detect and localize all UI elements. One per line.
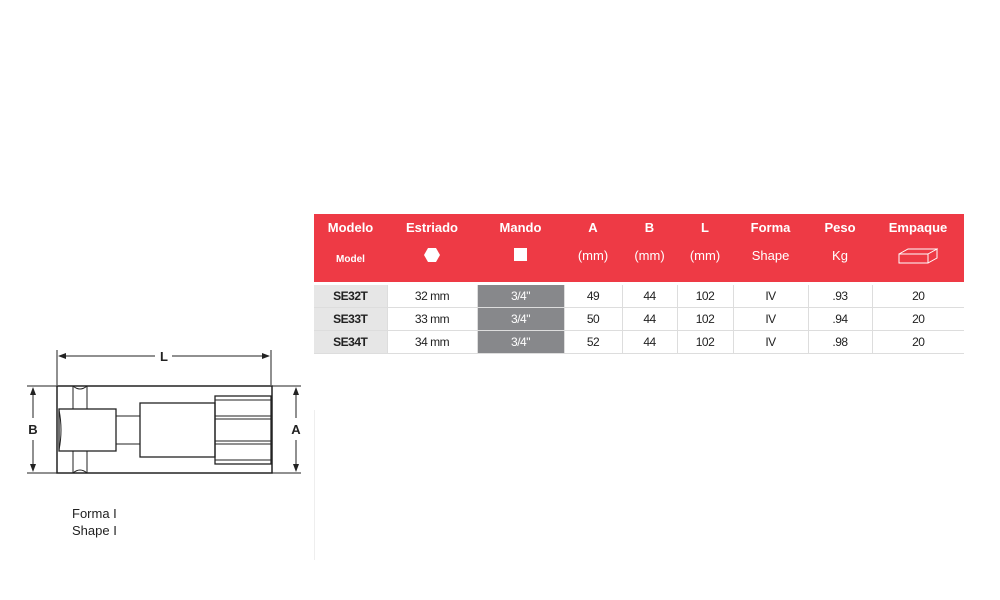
square-icon (477, 248, 564, 284)
dim-label-b: B (28, 422, 37, 437)
cell-peso: .98 (808, 330, 873, 354)
table-row: SE33T 33 mm 3/4" 50 44 102 IV .94 20 (314, 307, 964, 331)
header-a-unit: (mm) (564, 248, 622, 284)
cell-empaque: 20 (872, 282, 964, 308)
cell-forma: IV (733, 307, 809, 331)
box-icon (872, 248, 964, 284)
header-kg: Kg (808, 248, 872, 284)
header-model: Model (314, 248, 387, 284)
header-peso: Peso (808, 214, 872, 248)
caption-shape: Shape I (72, 523, 117, 538)
table-row: SE32T 32 mm 3/4" 49 44 102 IV .93 20 (314, 282, 964, 308)
cell-a: 49 (564, 282, 623, 308)
cell-empaque: 20 (872, 330, 964, 354)
cell-model: SE32T (314, 282, 388, 308)
cell-mando: 3/4" (477, 330, 565, 354)
header-empaque: Empaque (872, 214, 964, 248)
cell-b: 44 (622, 330, 678, 354)
cell-l: 102 (677, 330, 734, 354)
header-forma: Forma (733, 214, 808, 248)
cell-l: 102 (677, 307, 734, 331)
cell-a: 52 (564, 330, 623, 354)
header-l-unit: (mm) (677, 248, 733, 284)
cell-estriado: 33 mm (387, 307, 478, 331)
header-b-unit: (mm) (622, 248, 677, 284)
header-mando: Mando (477, 214, 564, 248)
cell-mando: 3/4" (477, 307, 565, 331)
cell-b: 44 (622, 307, 678, 331)
cell-estriado: 32 mm (387, 282, 478, 308)
header-estriado: Estriado (387, 214, 477, 248)
cell-b: 44 (622, 282, 678, 308)
header-shape: Shape (733, 248, 808, 284)
cell-l: 102 (677, 282, 734, 308)
header-l: L (677, 214, 733, 248)
cell-forma: IV (733, 330, 809, 354)
header-b: B (622, 214, 677, 248)
hexagon-icon (387, 248, 477, 284)
spec-table: Modelo Estriado Mando A B L Forma Peso E… (314, 214, 964, 354)
header-a: A (564, 214, 622, 248)
cell-mando: 3/4" (477, 282, 565, 308)
cell-model: SE33T (314, 307, 388, 331)
divider (314, 410, 315, 560)
cell-model: SE34T (314, 330, 388, 354)
socket-diagram: L B A (27, 349, 301, 474)
dim-label-a: A (291, 422, 301, 437)
dim-label-l: L (160, 349, 168, 364)
cell-a: 50 (564, 307, 623, 331)
cell-forma: IV (733, 282, 809, 308)
table-row: SE34T 34 mm 3/4" 52 44 102 IV .98 20 (314, 330, 964, 354)
header-modelo: Modelo (314, 214, 387, 248)
caption-forma: Forma I (72, 506, 117, 521)
cell-peso: .93 (808, 282, 873, 308)
cell-empaque: 20 (872, 307, 964, 331)
cell-peso: .94 (808, 307, 873, 331)
cell-estriado: 34 mm (387, 330, 478, 354)
